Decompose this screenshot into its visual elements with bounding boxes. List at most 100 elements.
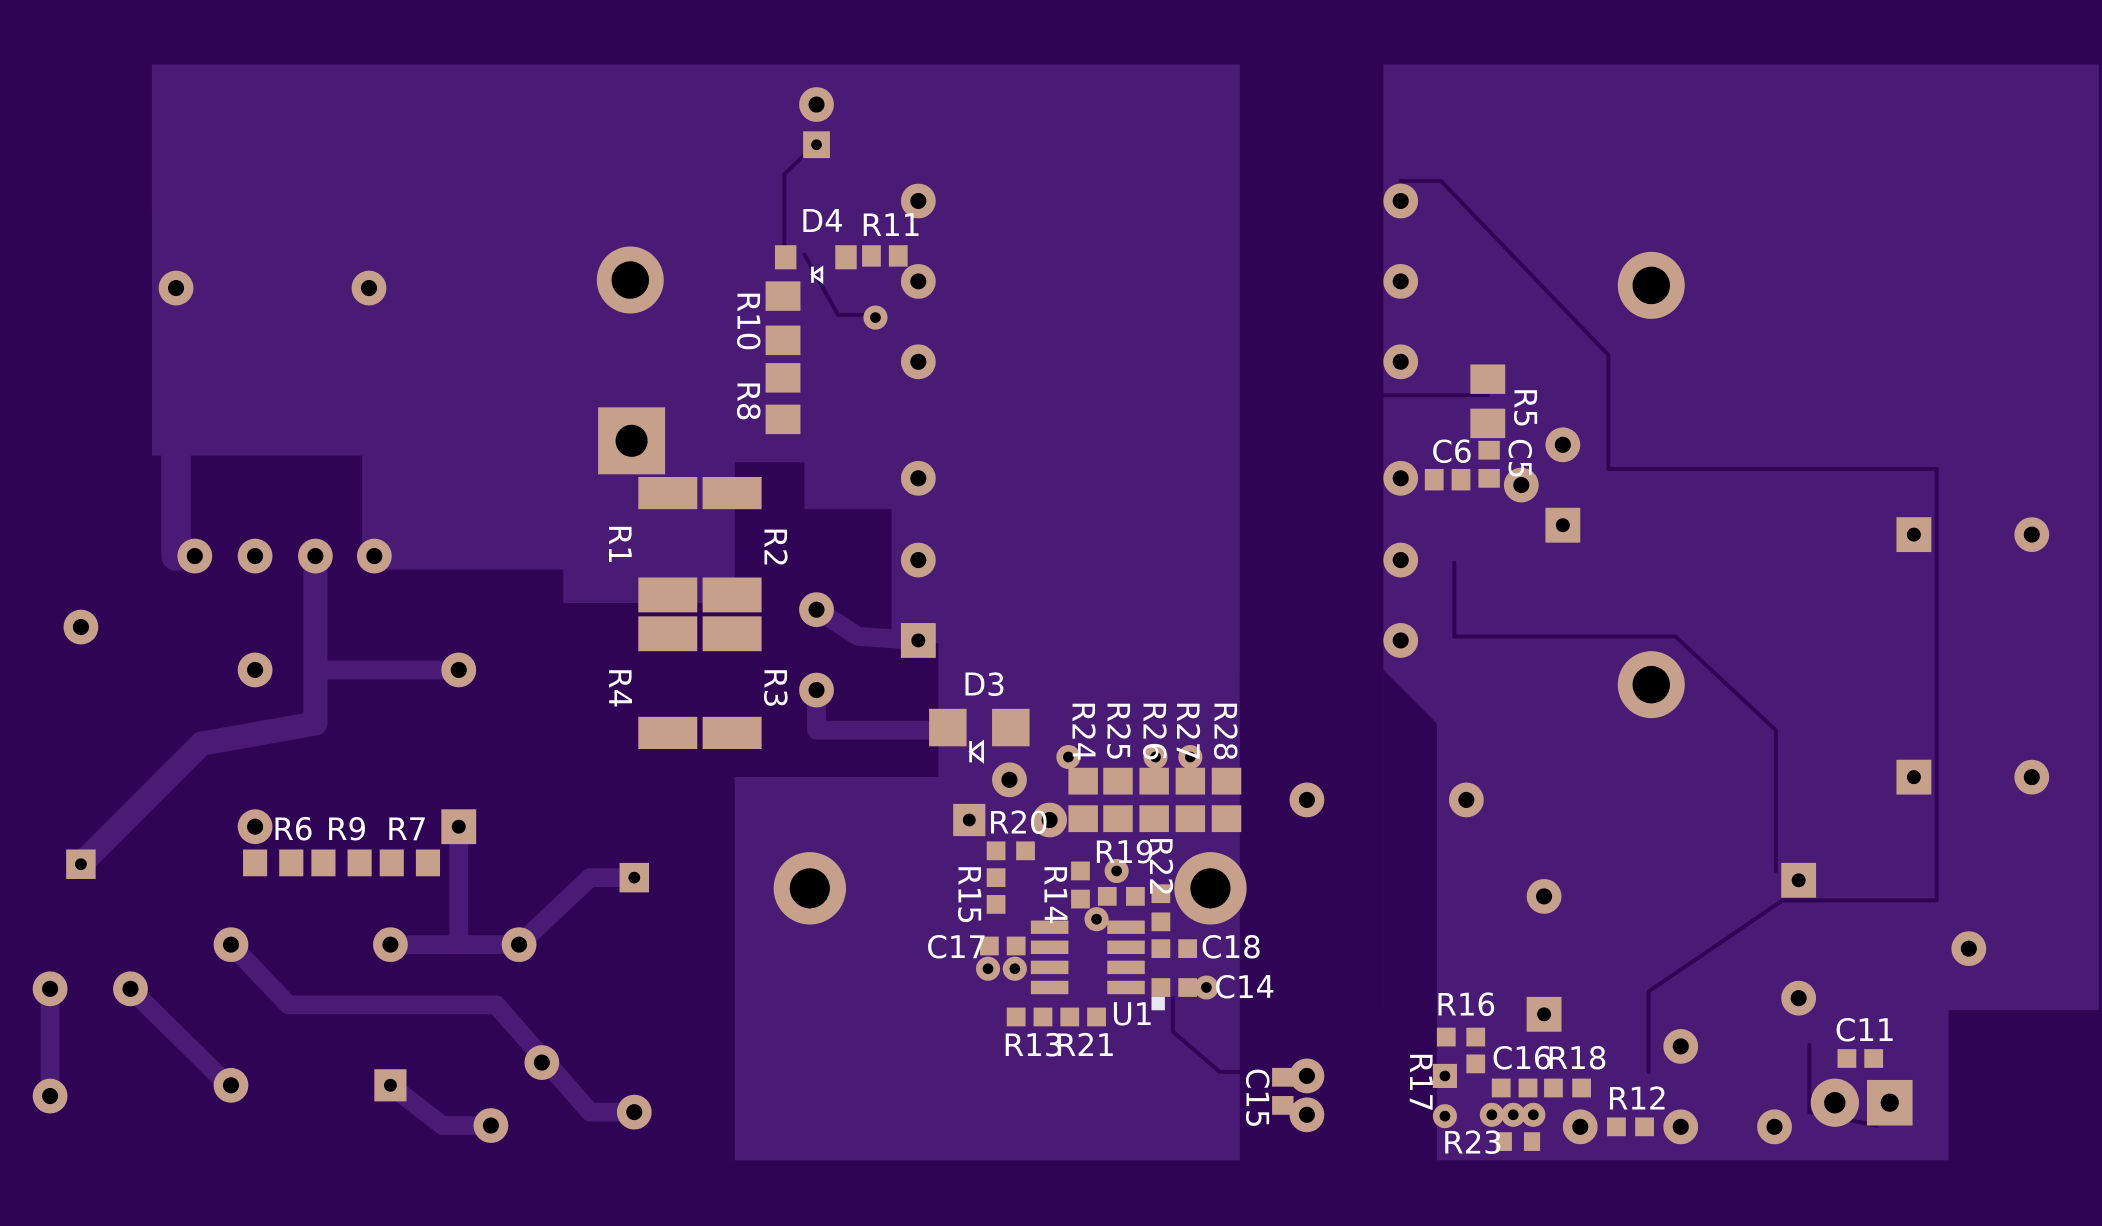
- drill-hole: [910, 273, 927, 290]
- smd-pad: [765, 363, 801, 393]
- smd-pad: [1495, 1132, 1512, 1151]
- drill-hole: [122, 980, 139, 997]
- smd-pad: [1436, 1027, 1456, 1047]
- drill-hole: [1536, 888, 1553, 905]
- through-hole-pads: [32, 87, 2050, 1145]
- smd-pad: [702, 477, 762, 510]
- drill-hole: [168, 280, 185, 297]
- smd-pad: [1103, 767, 1133, 795]
- label-R12: R12: [1607, 1081, 1668, 1117]
- label-R17: R17: [1402, 1052, 1438, 1113]
- drill-hole: [1824, 1092, 1846, 1114]
- drill-hole: [1554, 436, 1571, 453]
- drill-hole: [1790, 990, 1807, 1007]
- drill-hole: [870, 312, 881, 323]
- label-C18: C18: [1201, 930, 1262, 966]
- drill-hole: [1201, 982, 1212, 993]
- smd-pad: [1178, 939, 1198, 959]
- smd-pad: [986, 841, 1006, 861]
- drill-hole: [911, 633, 926, 648]
- smd-pad: [702, 577, 762, 613]
- drill-hole: [384, 1078, 397, 1092]
- drill-hole: [1906, 770, 1921, 785]
- drill-hole: [1458, 791, 1475, 808]
- label-R27: R27: [1169, 701, 1205, 762]
- smd-pad: [765, 404, 801, 435]
- label-R19: R19: [1094, 835, 1155, 871]
- label-R6: R6: [273, 812, 314, 848]
- drill-hole: [1672, 1118, 1689, 1135]
- label-R22: R22: [1142, 836, 1178, 897]
- label-R24: R24: [1064, 701, 1100, 762]
- label-R9: R9: [326, 812, 367, 848]
- drill-hole: [1001, 771, 1018, 788]
- smd-pad: [1470, 408, 1506, 439]
- smd-pad: [979, 936, 999, 956]
- smd-pad: [1139, 805, 1169, 833]
- smd-pad: [1478, 468, 1500, 488]
- smd-pad: [1107, 940, 1145, 955]
- drill-hole: [1766, 1118, 1783, 1135]
- smd-pad: [379, 849, 404, 877]
- drill-hole: [42, 980, 59, 997]
- label-R11: R11: [861, 208, 922, 244]
- drill-hole: [1537, 1007, 1552, 1022]
- drill-hole: [962, 813, 976, 827]
- label-C5: C5: [1501, 438, 1537, 479]
- silkscreen-labels: D4 R11 R10 R8 R1 R2 R4 R3 D3 R6 R9 R7 R2…: [273, 204, 1896, 1162]
- smd-pad: [638, 716, 698, 749]
- smd-pad: [1107, 920, 1145, 934]
- drill-hole: [808, 96, 825, 113]
- smd-pad: [1451, 468, 1471, 491]
- label-R2: R2: [756, 527, 792, 568]
- label-C14: C14: [1214, 970, 1275, 1006]
- square-pads: [66, 131, 1932, 1126]
- smd-pad: [1572, 1078, 1591, 1098]
- smd-pad: [888, 245, 908, 267]
- smd-pad: [1030, 940, 1069, 955]
- smd-pad: [1466, 1054, 1486, 1074]
- mounting-holes: [596, 246, 1685, 925]
- drill-hole: [1298, 1106, 1315, 1123]
- label-C11: C11: [1835, 1013, 1896, 1049]
- drill-hole: [450, 661, 467, 678]
- label-C17: C17: [926, 930, 987, 966]
- smd-pad: [1097, 887, 1117, 906]
- label-R16: R16: [1436, 988, 1497, 1024]
- smd-pad: [1071, 861, 1090, 881]
- label-R26: R26: [1135, 701, 1171, 762]
- pin1-marker: [1151, 996, 1165, 1011]
- drill-hole: [2023, 769, 2040, 786]
- label-R21: R21: [1055, 1028, 1116, 1064]
- smd-pad: [1466, 1027, 1486, 1047]
- drill-hole: [75, 858, 87, 871]
- smd-pad: [986, 868, 1006, 888]
- drill-hole: [1672, 1038, 1689, 1055]
- smd-pad: [1087, 1007, 1106, 1027]
- drill-hole: [1392, 632, 1409, 649]
- smd-pad: [765, 281, 801, 311]
- drill-hole: [1041, 811, 1058, 829]
- label-C15: C15: [1239, 1068, 1275, 1129]
- label-R8: R8: [729, 381, 765, 422]
- drill-hole: [910, 353, 927, 370]
- smd-pad: [1837, 1049, 1857, 1068]
- drill-hole: [533, 1054, 550, 1071]
- label-R20: R20: [988, 805, 1049, 841]
- drill-hole: [1880, 1093, 1899, 1112]
- smd-pad: [929, 708, 967, 747]
- smd-pad: [1068, 805, 1098, 833]
- smd-pad: [992, 708, 1030, 747]
- drill-hole: [222, 1077, 240, 1094]
- drill-hole: [1528, 1109, 1539, 1121]
- smd-pad: [1151, 884, 1171, 904]
- drill-hole: [1392, 353, 1409, 370]
- smd-pad: [415, 849, 441, 877]
- smd-pad: [1107, 980, 1145, 995]
- smd-pad: [1151, 978, 1171, 997]
- drill-hole: [1906, 527, 1921, 542]
- label-R3: R3: [756, 667, 792, 708]
- drill-hole: [910, 470, 927, 487]
- smd-pad: [347, 849, 372, 877]
- smd-pads: [243, 245, 1884, 1151]
